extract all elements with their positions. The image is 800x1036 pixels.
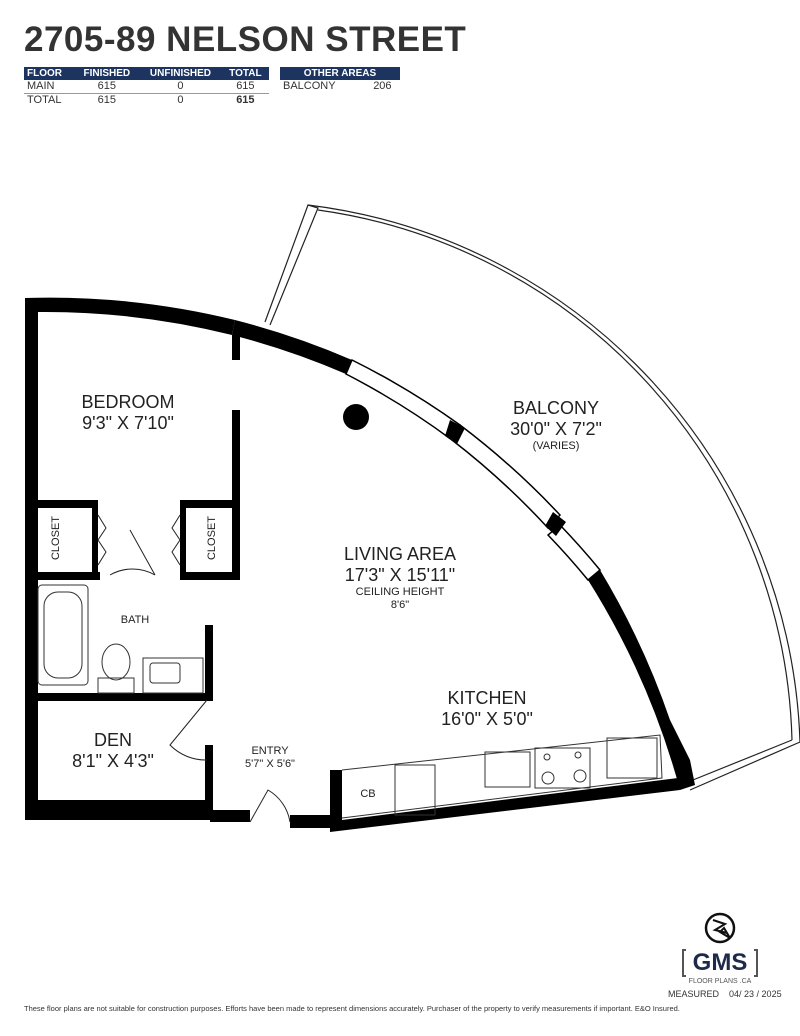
measured-value: 04/ 23 / 2025: [729, 989, 782, 999]
cell: MAIN: [24, 80, 75, 94]
room-dims: 16'0" X 5'0": [441, 709, 533, 729]
cell: BALCONY: [283, 80, 336, 92]
col-finished: FINISHED: [74, 67, 140, 80]
cell: 615: [74, 80, 140, 94]
bath-fixtures: [37, 584, 204, 694]
disclaimer: These floor plans are not suitable for c…: [24, 1004, 680, 1013]
logo-subtext: FLOOR PLANS .CA: [689, 978, 752, 985]
table-row: TOTAL 615 0 615: [24, 94, 269, 108]
cb-label: CB: [360, 788, 376, 800]
cell: 0: [139, 80, 222, 94]
ceiling-value: 8'6": [390, 599, 410, 611]
interior-walls: [38, 335, 240, 820]
room-name: DEN: [93, 730, 133, 750]
doors: [97, 514, 291, 823]
cell: TOTAL: [27, 94, 62, 106]
logo-text: GMS: [693, 949, 748, 976]
room-name: KITCHEN: [447, 688, 527, 708]
room-dims: 30'0" X 7'2": [510, 419, 602, 439]
room-name: ENTRY: [251, 745, 289, 757]
measured-date: MEASURED 04/ 23 / 2025: [668, 989, 782, 999]
room-dims: 5'7" X 5'6": [245, 758, 295, 770]
other-areas-header: OTHER AREAS: [280, 67, 400, 80]
room-name: LIVING AREA: [343, 544, 457, 564]
cell: 615: [221, 80, 269, 94]
compass-icon: GMS FLOOR PLANS .CA: [682, 912, 758, 985]
cell: 615: [97, 94, 116, 106]
col-total: TOTAL: [221, 67, 269, 80]
balcony-outline: [264, 204, 800, 791]
measured-label: MEASURED: [668, 989, 720, 999]
page-title: 2705-89 NELSON STREET: [24, 20, 467, 59]
bath-label: BATH: [120, 614, 150, 626]
cell: 0: [177, 94, 184, 106]
cell: 206: [373, 80, 392, 92]
exterior-walls: [25, 297, 695, 832]
cell: 615: [236, 94, 255, 106]
room-name: BEDROOM: [81, 392, 175, 412]
kitchen-counter: [341, 734, 663, 819]
room-note: (VARIES): [532, 440, 580, 452]
ceiling-label: CEILING HEIGHT: [355, 586, 445, 598]
col-floor: FLOOR: [24, 67, 75, 80]
room-dims: 8'1" X 4'3": [72, 751, 154, 771]
table-row: BALCONY 206: [280, 80, 400, 93]
room-dims: 9'3" X 7'10": [82, 413, 174, 433]
closet-label: CLOSET: [50, 515, 63, 561]
closet-label: CLOSET: [206, 515, 219, 561]
other-areas-table: OTHER AREAS BALCONY 206: [280, 67, 400, 93]
room-name: BALCONY: [512, 398, 600, 418]
room-dims: 17'3" X 15'11": [344, 565, 456, 585]
gms-logo: GMS FLOOR PLANS .CA: [680, 908, 760, 986]
column: [343, 404, 369, 430]
col-unfinished: UNFINISHED: [139, 67, 222, 80]
